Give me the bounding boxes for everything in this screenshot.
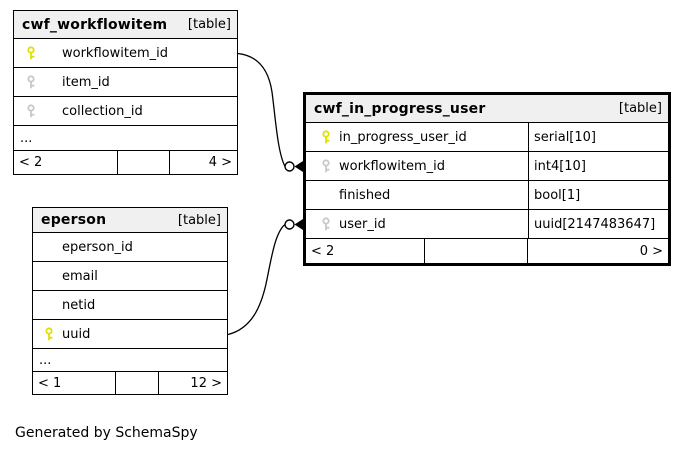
ellipsis-row: ... [14,126,237,151]
table-cwf-in-progress-user[interactable]: cwf_in_progress_user [table] in_progress… [303,92,671,266]
fk-connector-workflowitem [237,52,303,172]
odot-icon [284,219,295,230]
table-eperson[interactable]: eperson [table] eperson_id email netid u… [32,207,228,395]
primary-key-icon [44,326,54,342]
column-row: user_id uuid[2147483647] [306,210,668,239]
footer-child-count: 0 > [639,243,663,259]
foreign-key-icon [26,74,36,90]
arrowhead-icon [294,161,303,172]
table-header: cwf_in_progress_user [table] [306,95,668,123]
table-type-tag: [table] [618,101,662,116]
column-row: email [33,262,227,291]
primary-key-icon [321,129,331,145]
column-type: uuid[2147483647] [528,210,668,238]
column-name-cell: workflowitem_id [306,152,528,180]
column-name: item_id [62,74,110,90]
primary-key-icon [26,45,36,61]
column-name: workflowitem_id [62,45,168,61]
odot-icon [284,161,295,172]
table-footer: < 1 12 > [33,372,227,394]
footer-parent-count: < 1 [33,372,116,394]
column-type: bool[1] [528,181,668,209]
footer-middle-cell [118,151,170,174]
foreign-key-icon [26,103,36,119]
column-name: user_id [339,216,386,232]
table-cwf-workflowitem[interactable]: cwf_workflowitem [table] workflowitem_id… [13,10,238,175]
table-type-tag: [table] [177,212,221,228]
footer-parent-count: < 2 [14,151,118,174]
column-row: finished bool[1] [306,181,668,210]
column-name: netid [62,297,96,313]
column-row: in_progress_user_id serial[10] [306,123,668,152]
column-type: int4[10] [528,152,668,180]
column-row: uuid [33,320,227,349]
column-row: eperson_id [33,233,227,262]
column-row: netid [33,291,227,320]
column-name-cell: user_id [306,210,528,238]
column-type: serial[10] [528,123,668,151]
table-footer: < 2 0 > [306,239,668,263]
table-header: eperson [table] [33,208,227,233]
ellipsis-text: ... [20,130,33,146]
table-header: cwf_workflowitem [table] [14,11,237,39]
table-name: cwf_in_progress_user [314,100,486,117]
column-row: collection_id [14,97,237,126]
table-footer: < 2 4 > [14,151,237,174]
column-name-cell: finished [306,181,528,209]
footer-child-count: 12 > [190,375,222,391]
footer-parent-count: < 2 [306,239,425,263]
column-name-cell: in_progress_user_id [306,123,528,151]
footer-middle-cell [425,239,528,263]
ellipsis-text: ... [39,352,52,368]
column-name: eperson_id [62,239,133,255]
arrowhead-icon [294,219,303,230]
column-row: workflowitem_id int4[10] [306,152,668,181]
column-name: uuid [62,326,91,342]
column-name: email [62,268,98,284]
foreign-key-icon [321,158,331,174]
column-name: in_progress_user_id [339,129,467,145]
column-row: item_id [14,68,237,97]
footer-middle-cell [116,372,159,394]
column-name: finished [339,187,391,203]
footer-child-count: 4 > [208,155,232,170]
foreign-key-icon [321,216,331,232]
table-name: cwf_workflowitem [22,16,168,33]
table-name: eperson [41,212,107,228]
column-name: collection_id [62,103,143,119]
column-name: workflowitem_id [339,158,445,174]
fk-connector-user [227,219,303,336]
column-row: workflowitem_id [14,39,237,68]
ellipsis-row: ... [33,349,227,372]
generator-note: Generated by SchemaSpy [15,425,198,441]
table-type-tag: [table] [187,17,231,32]
